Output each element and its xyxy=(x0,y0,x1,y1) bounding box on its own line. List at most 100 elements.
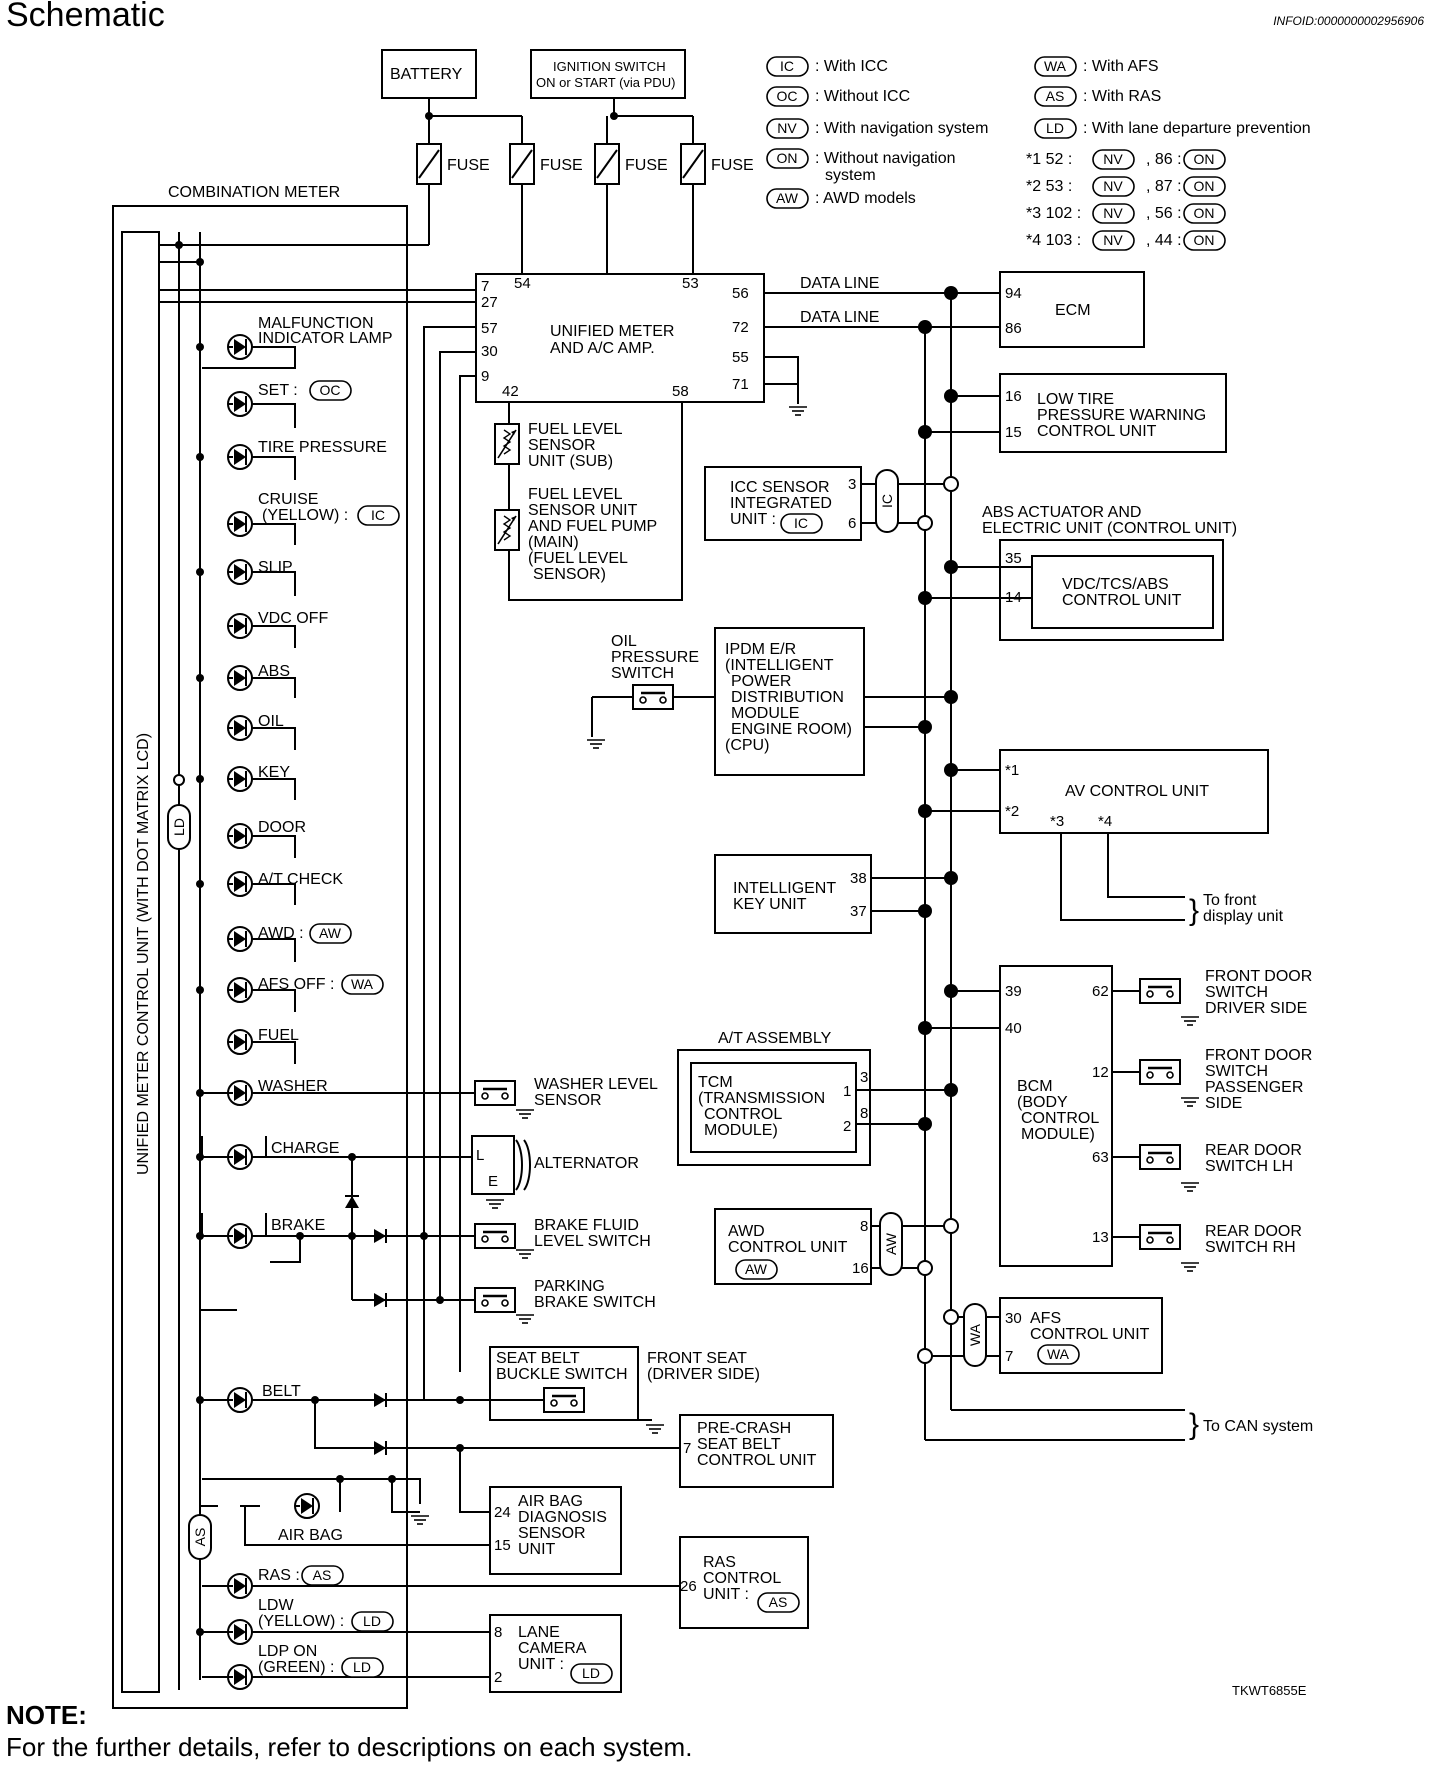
svg-text:LD: LD xyxy=(582,1665,600,1681)
fuel-main-6: SENSOR) xyxy=(533,566,606,583)
lamp-brake: BRAKE xyxy=(271,1217,325,1234)
lamp-cruise-2: (YELLOW) : xyxy=(262,507,348,524)
lamp-ras: RAS : xyxy=(258,1567,300,1584)
ignition-label-1: IGNITION SWITCH xyxy=(553,59,666,74)
tcm-pin-2: 2 xyxy=(843,1118,851,1135)
badge-nv: NV xyxy=(1092,203,1135,224)
svg-text:OC: OC xyxy=(320,382,341,398)
lamp-afs-off: AFS OFF : xyxy=(258,976,334,993)
svg-text:AS: AS xyxy=(1046,88,1065,104)
legend-note-3b: , 56 : xyxy=(1146,205,1182,222)
legend-ld: : With lane departure prevention xyxy=(1083,120,1311,137)
tcm-4: MODULE) xyxy=(704,1122,778,1139)
ikey-pin-37: 37 xyxy=(850,903,867,920)
legend-note-1: *1 52 : xyxy=(1026,151,1072,168)
brace: } xyxy=(1189,894,1199,927)
bcm-3: CONTROL xyxy=(1021,1110,1099,1127)
battery-label: BATTERY xyxy=(390,66,463,83)
pin-42: 42 xyxy=(502,383,519,400)
capsule-ld: LD xyxy=(171,818,187,836)
unified-meter-name-2: AND A/C AMP. xyxy=(550,340,655,357)
ikey-2: KEY UNIT xyxy=(733,896,807,913)
afs-2: CONTROL UNIT xyxy=(1030,1326,1150,1343)
badge-on: ON xyxy=(1183,176,1226,197)
svg-text:AW: AW xyxy=(319,925,342,941)
lamp-cruise-1: CRUISE xyxy=(258,491,318,508)
fp-2: SWITCH xyxy=(1205,1063,1268,1080)
parking-brake-2: BRAKE SWITCH xyxy=(534,1294,656,1311)
legend-ic: : With ICC xyxy=(815,58,888,75)
airbag-3: SENSOR xyxy=(518,1525,586,1542)
tcm-pin-1: 1 xyxy=(843,1083,851,1100)
av-control-unit: AV CONTROL UNIT xyxy=(1065,783,1209,800)
svg-text:ON: ON xyxy=(1194,151,1215,167)
lamp-tire-pressure: TIRE PRESSURE xyxy=(258,439,387,456)
pin-54: 54 xyxy=(514,275,531,292)
lamp-ldp-2: (GREEN) : xyxy=(258,1659,334,1676)
ras-3: UNIT : xyxy=(703,1586,749,1603)
badge-on: ON xyxy=(1183,203,1226,224)
legend-on-2: system xyxy=(825,167,876,184)
av-pin-1: *1 xyxy=(1005,762,1019,779)
to-front-1: To front xyxy=(1203,892,1257,909)
afs-1: AFS xyxy=(1030,1310,1061,1327)
legend-on-1: : Without navigation xyxy=(815,150,956,167)
svg-text:AW: AW xyxy=(776,190,799,206)
at-title: A/T ASSEMBLY xyxy=(718,1030,832,1047)
fuel-sub-2: SENSOR xyxy=(528,437,596,454)
airbag-pin-24: 24 xyxy=(494,1504,511,1521)
badge-on: ON xyxy=(1183,230,1226,251)
fuel-sub-1: FUEL LEVEL xyxy=(528,421,623,438)
badge-nv: NV xyxy=(1092,176,1135,197)
icc-pin-3: 3 xyxy=(848,476,856,493)
badge-aw: AW xyxy=(309,923,352,944)
abs-pin-35: 35 xyxy=(1005,550,1022,567)
capsule-as: AS xyxy=(192,1528,208,1547)
fuse-label: FUSE xyxy=(625,157,668,174)
fuel-main-5: (FUEL LEVEL xyxy=(528,550,628,567)
svg-text:NV: NV xyxy=(1103,178,1123,194)
bcm-4: MODULE) xyxy=(1021,1126,1095,1143)
ipdm-2: (INTELLIGENT xyxy=(725,657,834,674)
av-pin-4: *4 xyxy=(1098,813,1112,830)
seat-belt-2: BUCKLE SWITCH xyxy=(496,1366,628,1383)
fuel-main-1: FUEL LEVEL xyxy=(528,486,623,503)
icc-2: INTEGRATED xyxy=(730,495,832,512)
svg-text:NV: NV xyxy=(1103,205,1123,221)
precrash-pin-7: 7 xyxy=(683,1440,691,1457)
badge-as: AS xyxy=(301,1565,344,1586)
low-tire-2: PRESSURE WARNING xyxy=(1037,407,1206,424)
pin-9: 9 xyxy=(481,368,489,385)
fd-3: DRIVER SIDE xyxy=(1205,1000,1307,1017)
lane-camera-3: UNIT : xyxy=(518,1656,564,1673)
awd-1: AWD xyxy=(728,1223,765,1240)
data-line-label: DATA LINE xyxy=(800,309,879,326)
page-title: Schematic xyxy=(6,0,165,34)
low-tire-pin-15: 15 xyxy=(1005,424,1022,441)
badge-ld: LD xyxy=(351,1611,394,1632)
tcm-3: CONTROL xyxy=(704,1106,782,1123)
lamp-ldw-1: LDW xyxy=(258,1597,294,1614)
capsule-aw: AW xyxy=(883,1232,899,1255)
pin-55: 55 xyxy=(732,349,749,366)
lamp-door: DOOR xyxy=(258,819,306,836)
badge-aw: AW xyxy=(735,1259,778,1280)
brake-fluid-2: LEVEL SWITCH xyxy=(534,1233,651,1250)
svg-text:IC: IC xyxy=(794,515,808,531)
badge-ic: IC xyxy=(780,513,823,534)
lamp-at-check: A/T CHECK xyxy=(258,871,343,888)
badge-as: AS xyxy=(757,1592,800,1613)
badge-ic: IC xyxy=(357,505,400,526)
awd-pin-16: 16 xyxy=(852,1260,869,1277)
bcm-pin-39: 39 xyxy=(1005,983,1022,1000)
icc-3: UNIT : xyxy=(730,511,776,528)
lamp-vdc-off: VDC OFF xyxy=(258,610,328,627)
fp-3: PASSENGER xyxy=(1205,1079,1303,1096)
badge-oc: OC xyxy=(766,86,809,107)
can-system-label: To CAN system xyxy=(1203,1418,1313,1435)
abs-pin-14: 14 xyxy=(1005,589,1022,606)
svg-text:LD: LD xyxy=(1046,120,1064,136)
lamp-awd: AWD : xyxy=(258,925,304,942)
bcm-pin-13: 13 xyxy=(1092,1229,1109,1246)
